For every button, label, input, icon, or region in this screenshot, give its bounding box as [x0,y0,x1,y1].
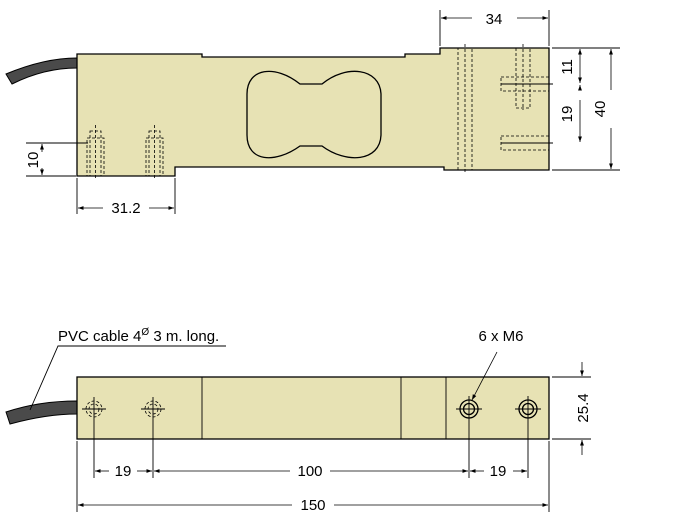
dim-label-11: 11 [559,59,576,75]
dim-label-150: 150 [300,497,325,514]
side-view-cable [5,57,78,85]
top-view-cable [5,400,78,425]
side-view-horizontal-holes [500,76,553,151]
top-view-body [77,377,549,439]
dim-label-19-right: 19 [490,463,507,480]
top-view: PVC cable 4Ø 3 m. long. 6 x M6 25.4 19 1… [5,327,592,514]
top-view-m6-holes [456,396,541,422]
side-view: 34 11 19 40 10 31.2 [5,10,620,217]
top-view-left-holes [82,397,165,421]
dim-label-10: 10 [25,152,42,169]
cable-label: PVC cable 4Ø 3 m. long. [58,327,219,345]
side-view-left-bolt-holes [86,125,164,180]
dim-label-31-2: 31.2 [111,200,140,217]
side-view-binocular-hole [246,70,382,159]
dim-label-34: 34 [486,11,503,28]
dim-label-40: 40 [592,101,609,118]
dim-label-100: 100 [297,463,322,480]
thread-label: 6 x M6 [478,328,523,345]
dim-label-19-left: 19 [115,463,132,480]
dim-label-19-side: 19 [559,106,576,123]
dim-label-25-4: 25.4 [575,393,592,422]
side-view-body [77,48,549,176]
